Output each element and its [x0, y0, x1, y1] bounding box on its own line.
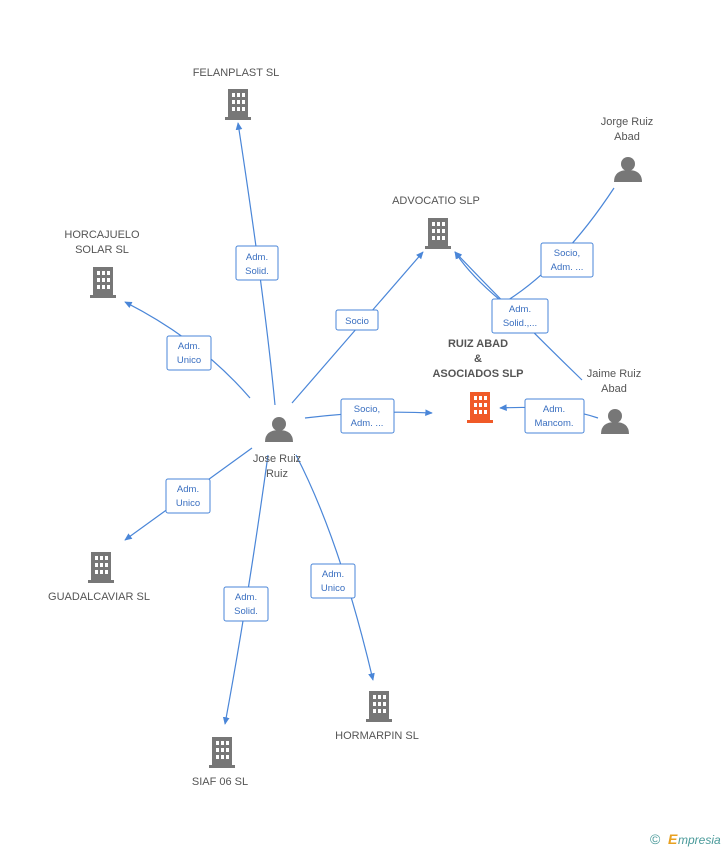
edge-label-jose-hormarpin[interactable]: Adm. Unico: [310, 563, 356, 599]
node-label-line-2: SOLAR SL: [75, 244, 129, 256]
edge-label-line-2: Adm. ...: [351, 418, 384, 429]
copyright-symbol: ©: [650, 831, 661, 847]
edge-label-line-1: Adm.: [246, 252, 268, 263]
edge-label-line-1: Adm.: [177, 484, 199, 495]
node-label: ADVOCATIO SLP: [392, 195, 480, 207]
node-label-line-2: Ruiz: [266, 468, 288, 480]
building-icon: [467, 392, 493, 423]
person-node-jorge[interactable]: Jorge Ruiz Abad: [601, 116, 654, 182]
building-icon: [88, 552, 114, 583]
edge-label-jaime-ruiz-abad[interactable]: Adm. Mancom.: [524, 398, 585, 434]
nodes: FELANPLAST SL HORCAJUELO SOLAR SL ADVOCA…: [48, 67, 653, 788]
edge-label-line-1: Adm.: [235, 592, 257, 603]
brand-initial: E: [668, 831, 678, 847]
node-label: GUADALCAVIAR SL: [48, 591, 150, 603]
person-node-jose[interactable]: Jose Ruiz Ruiz: [253, 417, 301, 480]
edge-label-jose-guadalcaviar[interactable]: Adm. Unico: [165, 478, 211, 514]
edge-label-jorge-advocatio[interactable]: Socio, Adm. ...: [540, 242, 594, 278]
edge-label-line-2: Mancom.: [534, 418, 573, 429]
edge-label-line-2: Unico: [321, 583, 345, 594]
node-label: FELANPLAST SL: [193, 67, 280, 79]
node-label-line-1: RUIZ ABAD: [448, 338, 508, 350]
edge-label-line-1: Adm.: [322, 569, 344, 580]
edge-label-line-1: Socio: [345, 316, 369, 327]
brand-name: mpresia: [678, 833, 721, 847]
edge-label-line-2: Adm. ...: [551, 262, 584, 273]
node-label-line-2: &: [474, 353, 482, 365]
edge-labels: Adm. Solid. Adm. Unico Socio Socio, Adm.…: [165, 242, 594, 622]
edge-jose-felanplast: [235, 122, 276, 406]
edge-label-jose-ruiz-abad[interactable]: Socio, Adm. ...: [340, 398, 395, 434]
edge-label-line-2: Solid.,...: [503, 318, 537, 329]
edge-jose-hormarpin: [295, 454, 375, 681]
node-label-line-1: Jorge Ruiz: [601, 116, 654, 128]
company-node-advocatio[interactable]: ADVOCATIO SLP: [392, 195, 480, 249]
empresia-watermark: © E mpresia: [650, 831, 721, 847]
edge-label-line-2: Solid.: [234, 606, 258, 617]
node-label-line-3: ASOCIADOS SLP: [432, 368, 523, 380]
edge-label-jose-siaf[interactable]: Adm. Solid.: [223, 586, 269, 622]
node-label-line-1: Jose Ruiz: [253, 453, 301, 465]
company-node-felanplast[interactable]: FELANPLAST SL: [193, 67, 280, 120]
edge-label-line-2: Solid.: [245, 266, 269, 277]
node-label-line-1: Jaime Ruiz: [587, 368, 641, 380]
edge-label-line-2: Unico: [177, 355, 201, 366]
node-label: HORMARPIN SL: [335, 730, 419, 742]
building-icon: [225, 89, 251, 120]
company-node-horcajuelo[interactable]: HORCAJUELO SOLAR SL: [64, 229, 140, 298]
building-icon: [366, 691, 392, 722]
company-node-hormarpin[interactable]: HORMARPIN SL: [335, 691, 419, 742]
building-icon: [209, 737, 235, 768]
person-icon: [265, 417, 293, 442]
node-label-line-2: Abad: [614, 131, 640, 143]
edge-label-jose-advocatio[interactable]: Socio: [335, 309, 379, 331]
edge-label-line-1: Adm.: [543, 404, 565, 415]
person-icon: [614, 157, 642, 182]
edge-label-jose-horcajuelo[interactable]: Adm. Unico: [166, 335, 212, 371]
company-node-guadalcaviar[interactable]: GUADALCAVIAR SL: [48, 552, 150, 603]
edge-label-line-1: Socio,: [354, 404, 380, 415]
building-icon: [90, 267, 116, 298]
company-node-siaf[interactable]: SIAF 06 SL: [192, 737, 248, 788]
building-icon: [425, 218, 451, 249]
edge-label-line-2: Unico: [176, 498, 200, 509]
company-node-ruiz-abad-main[interactable]: RUIZ ABAD & ASOCIADOS SLP: [432, 338, 524, 423]
node-label-line-2: Abad: [601, 383, 627, 395]
edge-label-jaime-advocatio[interactable]: Adm. Solid.,...: [491, 298, 549, 334]
node-label-line-1: HORCAJUELO: [64, 229, 140, 241]
person-node-jaime[interactable]: Jaime Ruiz Abad: [587, 368, 641, 434]
edge-label-line-1: Socio,: [554, 248, 580, 259]
edge-label-line-1: Adm.: [509, 304, 531, 315]
edge-label-line-1: Adm.: [178, 341, 200, 352]
edge-label-jose-felanplast[interactable]: Adm. Solid.: [235, 245, 279, 281]
node-label: SIAF 06 SL: [192, 776, 248, 788]
person-icon: [601, 409, 629, 434]
